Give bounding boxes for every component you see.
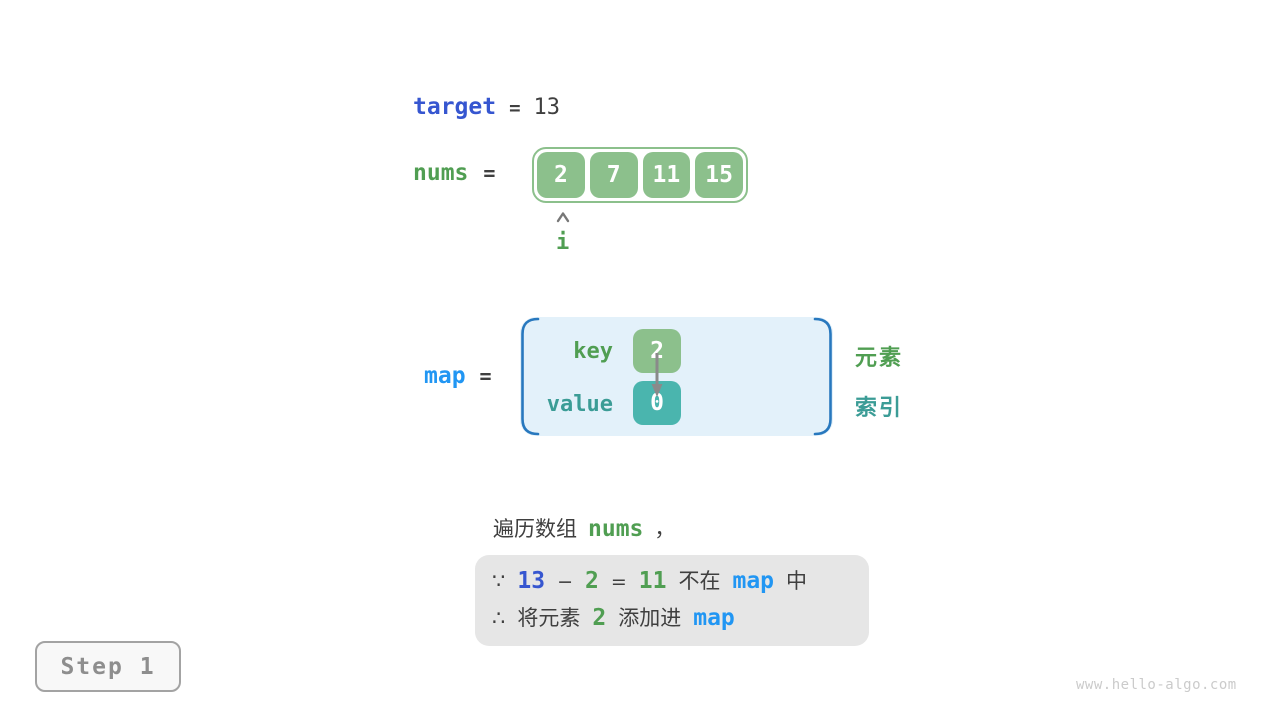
difference-number: 11: [638, 567, 667, 594]
map-key-label: key: [573, 339, 613, 364]
element-number: 2: [585, 567, 599, 594]
map-equals: =: [479, 364, 492, 388]
caption-line: 遍历数组 nums ，: [493, 513, 675, 543]
nums-keyword: nums: [413, 160, 469, 186]
array-cell: 11: [642, 152, 691, 198]
nums-array: 2 7 11 15: [532, 147, 748, 203]
site-watermark: www.hello-algo.com: [1076, 677, 1237, 693]
add-into-text: 添加进: [618, 605, 682, 630]
target-line: target = 13: [413, 94, 560, 120]
not-in-text: 不在: [678, 568, 721, 593]
map-value-label: value: [546, 392, 613, 417]
array-cell: 2: [537, 152, 585, 198]
nums-label-line: nums =: [413, 160, 495, 186]
map-label-line: map =: [424, 363, 492, 389]
add-element-text: 将元素: [517, 605, 581, 630]
step-badge-label: Step 1: [60, 653, 156, 680]
caption-comma: ，: [654, 517, 676, 541]
caption-prefix: 遍历数组: [493, 517, 577, 541]
index-pointer-label: i: [556, 230, 570, 255]
element-number: 2: [592, 604, 607, 631]
note-line-2: ∴ 将元素 2 添加进 map: [492, 602, 869, 637]
caption-code: nums: [588, 516, 644, 542]
minus-sign: −: [557, 570, 573, 593]
therefore-symbol: ∴: [492, 605, 506, 630]
element-label: 元素: [855, 346, 904, 371]
array-cell: 15: [695, 152, 743, 198]
step-badge: Step 1: [35, 641, 181, 692]
target-value: 13: [533, 95, 561, 120]
in-text: 中: [786, 568, 808, 593]
target-keyword: target: [413, 94, 497, 120]
target-equals: =: [509, 97, 521, 119]
map-code: map: [693, 604, 735, 631]
map-keyword: map: [424, 363, 466, 389]
map-code: map: [732, 567, 775, 594]
map-bracket-icon: [521, 317, 832, 436]
target-number: 13: [517, 567, 546, 594]
because-symbol: ∵: [492, 568, 506, 593]
note-box: ∵ 13 − 2 = 11 不在 map 中 ∴ 将元素 2 添加进 map: [475, 555, 869, 646]
index-label: 索引: [855, 396, 904, 421]
map-container: key value 2 0: [520, 317, 833, 436]
nums-equals: =: [483, 161, 496, 185]
equals-sign: =: [610, 570, 627, 593]
note-line-1: ∵ 13 − 2 = 11 不在 map 中: [492, 565, 869, 600]
array-cell: 7: [589, 152, 638, 198]
key-to-value-arrow-icon: [651, 353, 663, 397]
up-caret-icon: [556, 212, 570, 223]
